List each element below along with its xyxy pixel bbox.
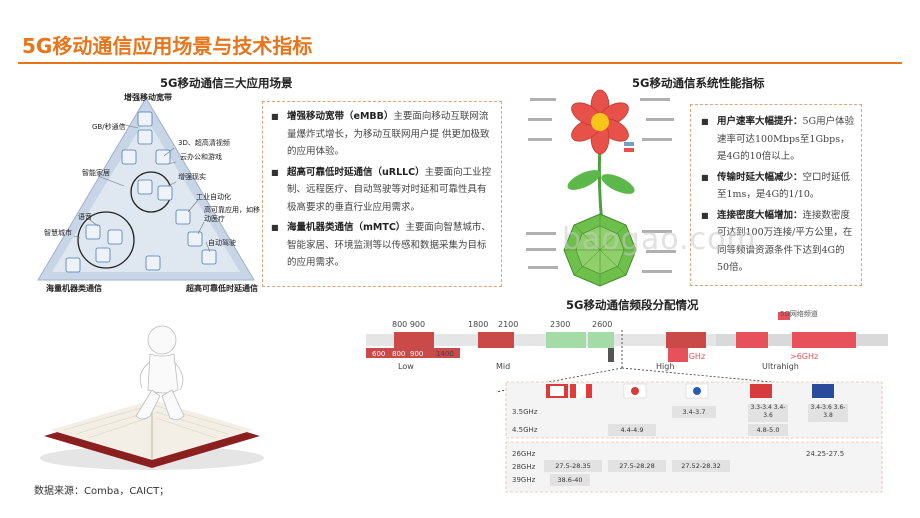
cell-28ghz-jp: 27.5-28.28 <box>608 460 666 472</box>
band-mid: Mid <box>496 362 511 371</box>
diagram-label-ar: 增强现实 <box>178 173 206 181</box>
bullet-mmtc: 海量机器类通信（mMTC）主要面向智慧城市、智能家居、环境监测等以传感和数据采集… <box>271 219 493 272</box>
tick-800: 800 <box>392 350 406 358</box>
diagram-label-industry: 工业自动化 <box>196 193 231 201</box>
cell-26ghz: 24.25-27.5 <box>806 450 845 458</box>
marker-6ghz: >6GHz <box>790 352 819 361</box>
row-label-4-5ghz: 4.5GHz <box>512 426 538 434</box>
bullet-user-rate: 用户速率大幅提升：5G用户体验速率可达100Mbps至1Gbps，是4G的10倍… <box>701 113 855 166</box>
bullet-embb: 增强移动宽带（eMBB）主要面向移动互联网流量爆炸式增长，为移动互联网用户提 供… <box>271 108 493 161</box>
diagram-label-embb: 增强移动宽带 <box>124 93 172 102</box>
diagram-label-cloud: 云办公和游戏 <box>180 153 222 161</box>
tick-2100: 2100 <box>498 320 519 329</box>
tick-800-900: 800 900 <box>392 320 426 329</box>
diagram-label-reliable: 高可靠应用，如移动医疗 <box>204 206 260 223</box>
tick-2300: 2300 <box>550 320 571 329</box>
tick-1400: 1400 <box>436 350 454 358</box>
cell-cn-3-5: 3.3-3.4 3.4-3.6 <box>748 404 788 422</box>
cell-28ghz-us: 27.5-28.35 <box>544 460 602 472</box>
diagram-label-voice: 语音 <box>78 213 92 221</box>
band-high: High <box>656 362 675 371</box>
application-triangle-diagram <box>26 90 266 296</box>
bullet-latency: 传输时延大幅减少：空口时延低至1ms，是4G的1/10。 <box>701 169 855 204</box>
title-divider <box>18 62 902 64</box>
scenario-text-box: 增强移动宽带（eMBB）主要面向移动互联网流量爆炸式增长，为移动互联网用户提 供… <box>262 101 502 287</box>
cell-28ghz-kr: 27.52-28.32 <box>672 460 730 472</box>
watermark: baogao.com <box>562 222 757 257</box>
performance-flower-diagram <box>522 84 682 294</box>
row-label-39ghz: 39GHz <box>512 476 536 484</box>
cell-39ghz-us: 38.6-40 <box>550 474 590 486</box>
row-label-28ghz: 28GHz <box>512 463 536 471</box>
spectrum-legend: 5G网络频道 <box>780 310 818 318</box>
diagram-label-3d: 3D、超高清视频 <box>178 139 230 147</box>
cell-jp-3-5: 3.4-3.7 <box>672 406 716 418</box>
tick-600: 600 <box>372 350 386 358</box>
diagram-label-autodrive: 自动驾驶 <box>208 239 236 247</box>
cell-eu-3-5: 3.4-3.6 3.6-3.8 <box>808 404 848 422</box>
diagram-label-smarthome: 智能家居 <box>82 169 110 177</box>
band-low: Low <box>398 362 414 371</box>
bullet-connection-density: 连接密度大幅增加：连接数密度可达到100万连接/平方公里，在同等频谱资源条件下达… <box>701 207 855 277</box>
diagram-label-gbps: GB/秒通信 <box>92 123 126 131</box>
tick-1800: 1800 <box>468 320 489 329</box>
diagram-label-mmtc: 海量机器类通信 <box>46 284 102 293</box>
performance-text-box: 用户速率大幅提升：5G用户体验速率可达100Mbps至1Gbps，是4G的10倍… <box>690 104 862 286</box>
bullet-urllc: 超高可靠低时延通信（uRLLC）主要面向工业控制、远程医疗、自动驾驶等对时延和可… <box>271 164 493 217</box>
left-heading: 5G移动通信三大应用场景 <box>160 76 293 90</box>
figure-on-book-illustration <box>24 318 284 478</box>
tick-900: 900 <box>410 350 424 358</box>
band-ultrahigh: Ultrahigh <box>762 362 799 371</box>
cell-cn-4-5: 4.8-5.0 <box>748 424 788 436</box>
spectrum-heading: 5G移动通信频段分配情况 <box>566 298 699 312</box>
tick-2600: 2600 <box>592 320 613 329</box>
page-title: 5G移动通信应用场景与技术指标 <box>22 34 313 58</box>
cell-jp-4-5: 4.4-4.9 <box>608 424 656 436</box>
data-source: 数据来源：Comba，CAICT； <box>34 486 170 497</box>
marker-3-5ghz: 3.5GHz <box>676 352 706 361</box>
row-label-3-5ghz: 3.5GHz <box>512 408 538 416</box>
diagram-label-urllc: 超高可靠低时延通信 <box>186 284 258 293</box>
diagram-label-smartcity: 智慧城市 <box>44 229 72 237</box>
right-heading: 5G移动通信系统性能指标 <box>632 76 765 90</box>
row-label-26ghz: 26GHz <box>512 450 536 458</box>
